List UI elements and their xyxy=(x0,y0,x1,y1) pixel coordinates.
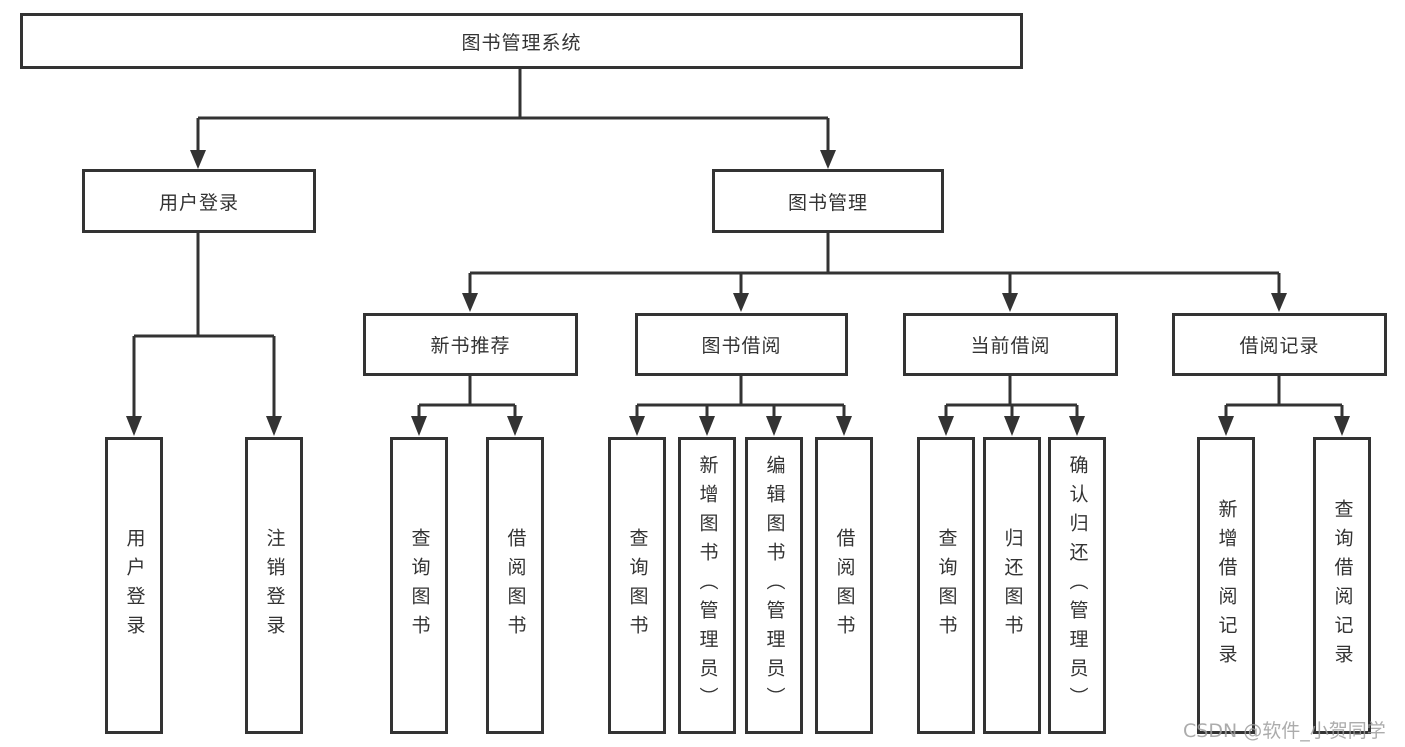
leaf-user-login: 用户登录 xyxy=(105,437,163,734)
node-label: 编辑图书（管理员） xyxy=(763,455,786,716)
leaf-add-book-admin: 新增图书（管理员） xyxy=(678,437,736,734)
node-label: 借阅图书 xyxy=(504,527,527,644)
node-label: 新增借阅记录 xyxy=(1215,498,1238,673)
leaf-query-books-current: 查询图书 xyxy=(917,437,975,734)
node-label: 用户登录 xyxy=(158,191,239,214)
connector-book-borrow-to-leaves xyxy=(629,376,852,436)
node-user-login: 用户登录 xyxy=(82,169,316,233)
leaf-edit-book-admin: 编辑图书（管理员） xyxy=(745,437,803,734)
node-label: 当前借阅 xyxy=(970,335,1051,357)
node-borrowing-records: 借阅记录 xyxy=(1172,313,1387,376)
node-new-book-recommend: 新书推荐 xyxy=(363,313,578,376)
connector-borrow-record-to-leaves xyxy=(1218,376,1350,436)
node-label: 图书借阅 xyxy=(701,335,782,357)
connector-book-mgmt-to-level3 xyxy=(462,233,1287,312)
node-label: 用户登录 xyxy=(123,527,146,644)
node-label: 查询图书 xyxy=(626,527,649,644)
leaf-borrow-books-recommend: 借阅图书 xyxy=(486,437,544,734)
leaf-confirm-return-admin: 确认归还（管理员） xyxy=(1048,437,1106,734)
node-label: 归还图书 xyxy=(1001,527,1024,644)
node-book-management: 图书管理 xyxy=(712,169,944,233)
node-label: 图书管理系统 xyxy=(461,31,582,54)
leaf-return-books: 归还图书 xyxy=(983,437,1041,734)
node-label: 查询图书 xyxy=(935,527,958,644)
node-label: 借阅图书 xyxy=(833,527,856,644)
leaf-borrow-books: 借阅图书 xyxy=(815,437,873,734)
node-label: 借阅记录 xyxy=(1239,335,1320,357)
connector-current-borrow-to-leaves xyxy=(938,376,1085,436)
connector-root-to-level2 xyxy=(190,69,836,169)
leaf-add-borrow-record: 新增借阅记录 xyxy=(1197,437,1255,734)
node-label: 查询图书 xyxy=(408,527,431,644)
node-label: 确认归还（管理员） xyxy=(1066,455,1089,716)
node-label: 新书推荐 xyxy=(430,335,511,357)
csdn-watermark: CSDN @软件_小贺同学 xyxy=(1183,720,1386,742)
leaf-query-books-recommend: 查询图书 xyxy=(390,437,448,734)
connector-user-login-to-leaves xyxy=(126,233,282,436)
node-label: 注销登录 xyxy=(263,527,286,644)
connector-new-book-to-leaves xyxy=(411,376,523,436)
node-label: 查询借阅记录 xyxy=(1331,498,1354,673)
leaf-logout: 注销登录 xyxy=(245,437,303,734)
node-label: 新增图书（管理员） xyxy=(696,455,719,716)
node-book-borrowing: 图书借阅 xyxy=(635,313,848,376)
leaf-query-borrow-record: 查询借阅记录 xyxy=(1313,437,1371,734)
leaf-query-books-borrow: 查询图书 xyxy=(608,437,666,734)
node-library-system: 图书管理系统 xyxy=(20,13,1023,69)
node-label: 图书管理 xyxy=(787,191,868,214)
node-current-borrowing: 当前借阅 xyxy=(903,313,1118,376)
